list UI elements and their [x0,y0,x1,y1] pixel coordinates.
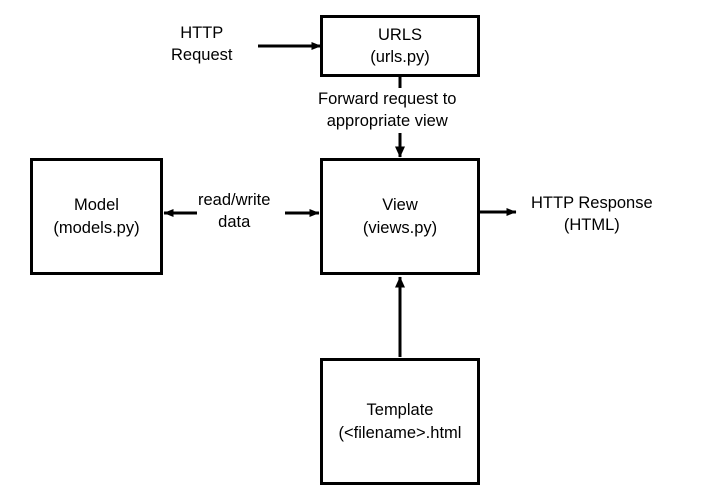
urls-node-subtitle: (urls.py) [370,48,430,66]
view-node-title: View [382,196,418,215]
urls-node-title: URLS [377,25,422,44]
http-request-label-line1: HTTP [180,24,224,42]
forward-request-label: Forward request to appropriate view [318,88,457,133]
read-write-data-label: read/write data [198,189,270,234]
http-request-label: HTTP Request [171,22,232,67]
forward-request-label-line1: Forward request to [318,90,457,108]
http-response-label-line1: HTTP Response [531,194,653,212]
model-node-title: Model [74,196,119,215]
view-node-subtitle: (views.py) [362,218,438,237]
template-node-subtitle: (<filename>.html [338,423,462,442]
urls-node: URLS (urls.py) [320,15,480,77]
read-write-data-label-line1: read/write [198,191,271,209]
template-node: Template (<filename>.html [320,358,480,485]
read-write-data-label-line2: data [218,213,251,232]
model-node-subtitle: (models.py) [53,218,140,237]
view-node: View (views.py) [320,158,480,275]
http-request-label-line2: Request [171,46,233,65]
model-node: Model (models.py) [30,158,163,275]
forward-request-label-line2: appropriate view [326,112,448,131]
http-response-label: HTTP Response (HTML) [531,192,653,237]
template-node-title: Template [366,401,434,420]
http-response-label-line2: (HTML) [563,216,620,235]
